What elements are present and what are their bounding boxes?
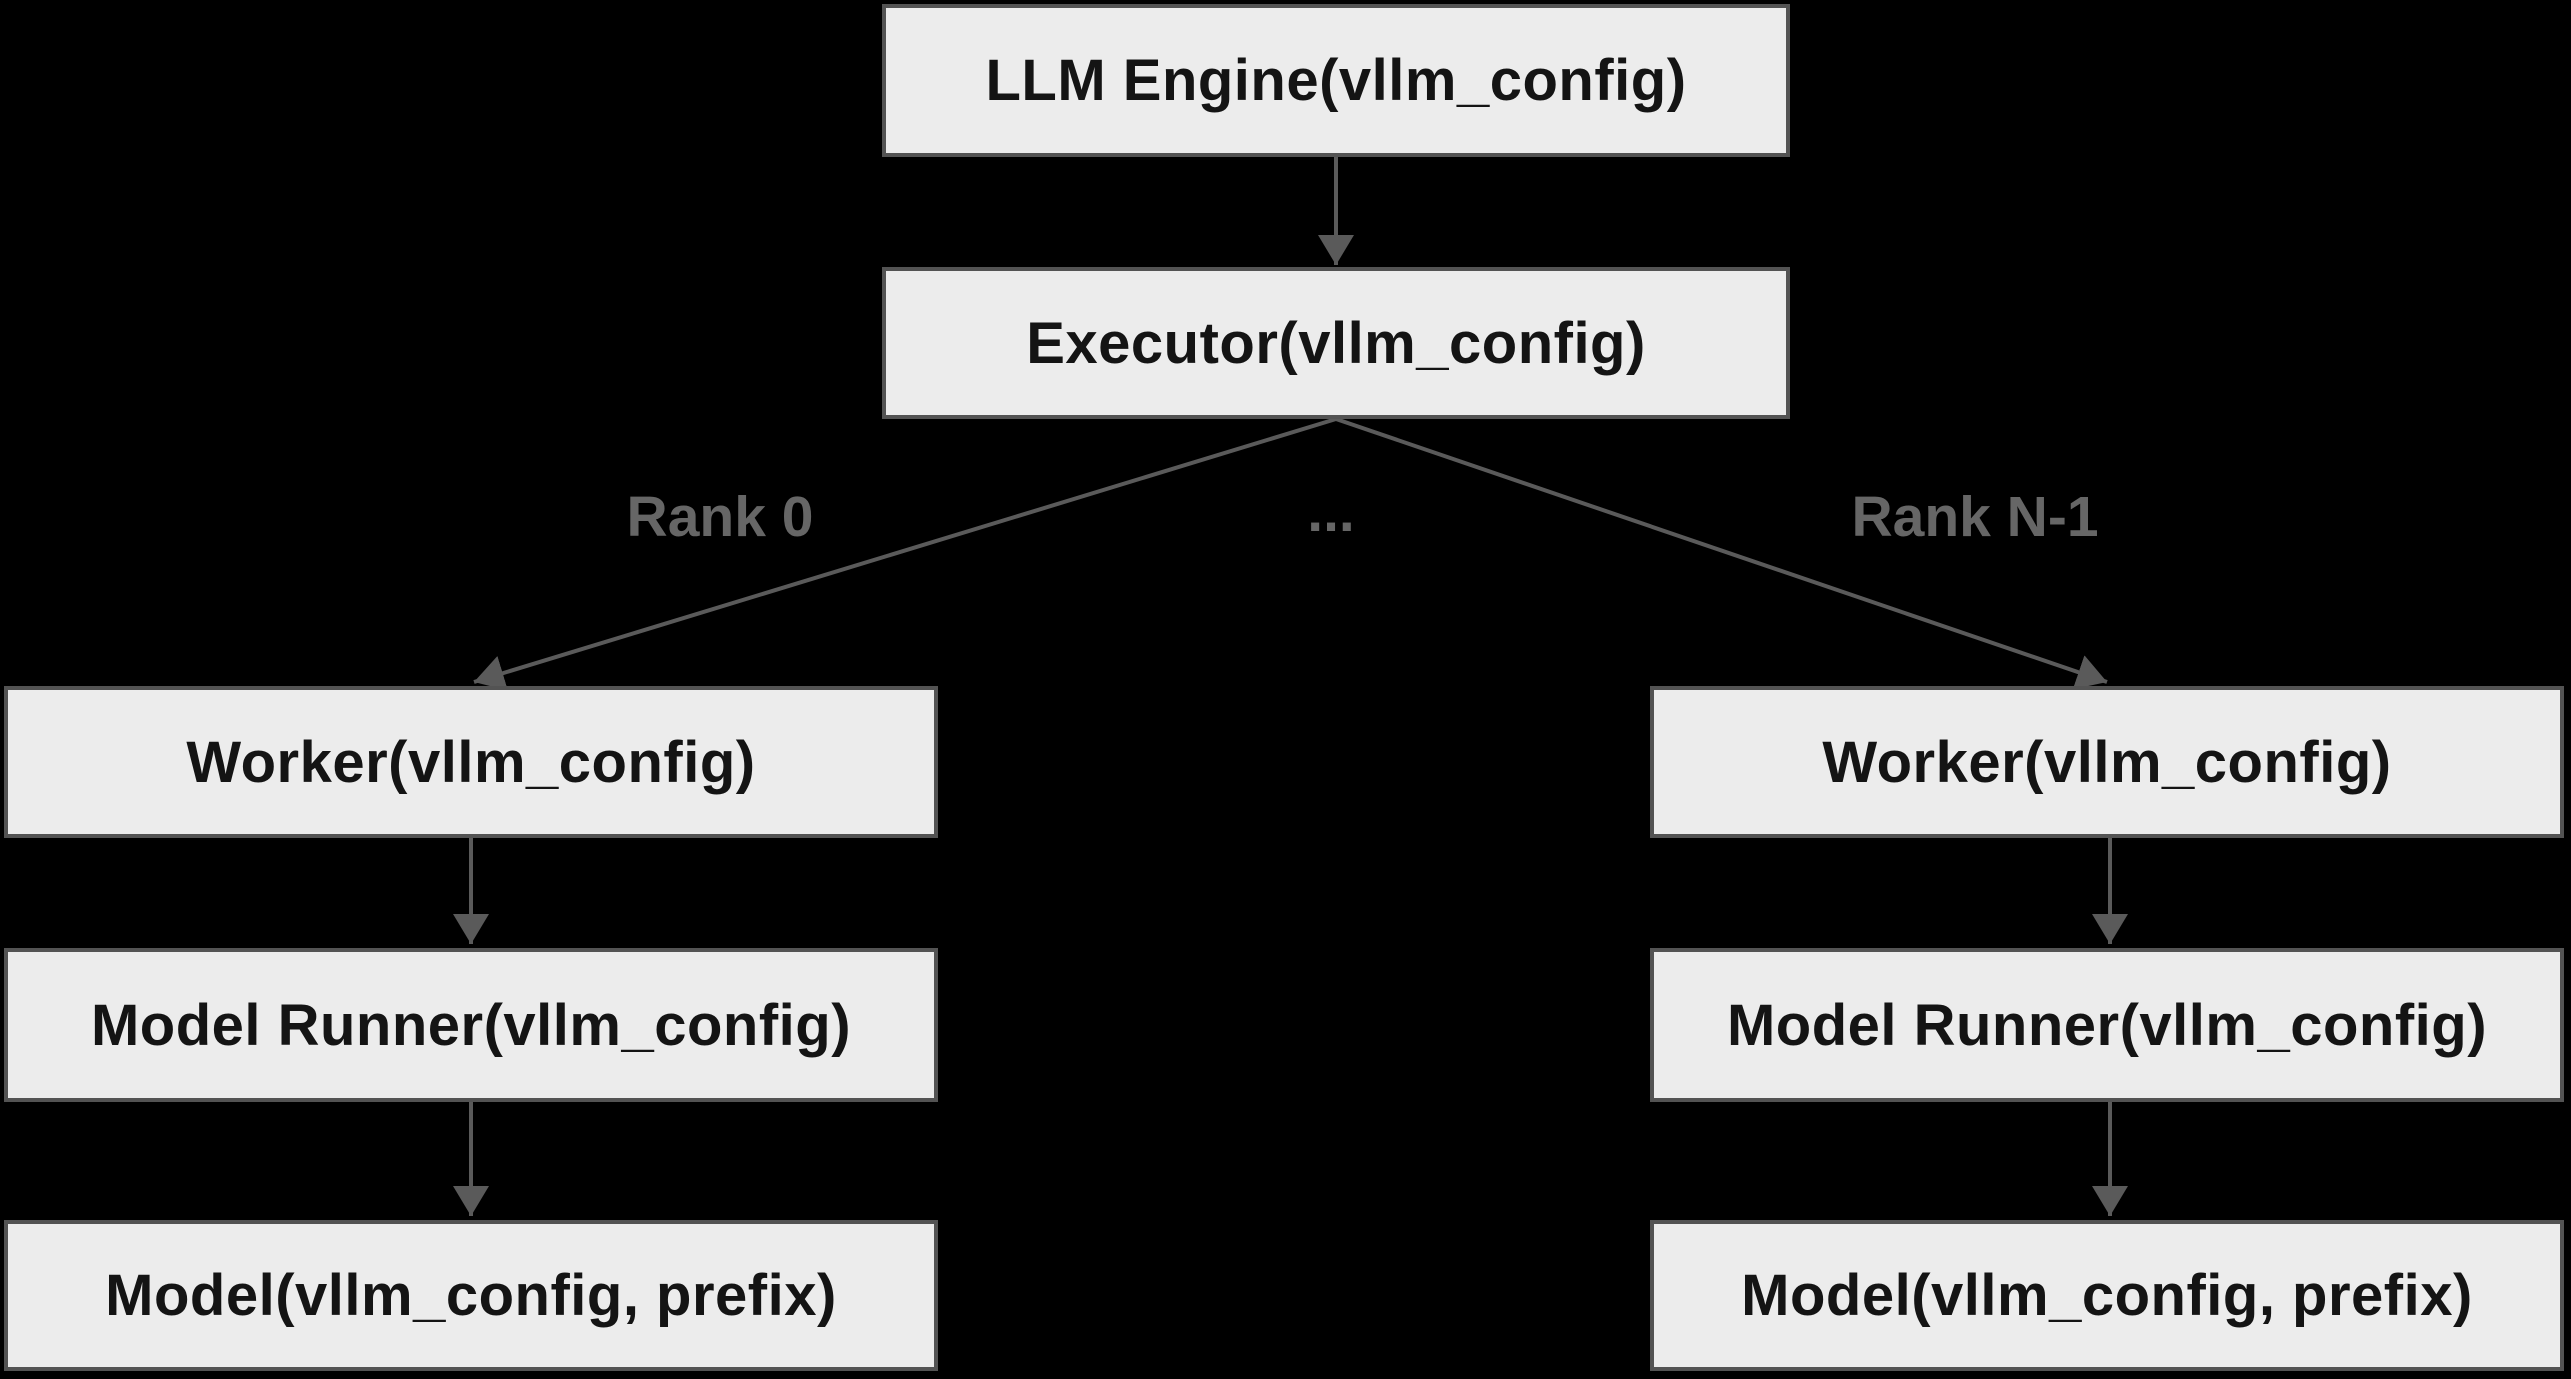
node-model-runner-right: Model Runner(vllm_config) (1650, 948, 2564, 1102)
node-model-left: Model(vllm_config, prefix) (4, 1220, 938, 1371)
edge-label-ellipsis: ... (1307, 480, 1355, 544)
node-executor: Executor(vllm_config) (882, 267, 1790, 419)
edge-executor-to-worker-right (1335, 417, 2108, 690)
node-model-runner-left: Model Runner(vllm_config) (4, 948, 938, 1102)
edge-label-rank-n-1: Rank N-1 (1851, 485, 2099, 549)
edge-executor-to-worker-left (473, 417, 1337, 691)
node-worker-left: Worker(vllm_config) (4, 686, 938, 838)
node-worker-right: Worker(vllm_config) (1650, 686, 2564, 838)
edge-label-rank-0: Rank 0 (626, 485, 814, 549)
node-model-right: Model(vllm_config, prefix) (1650, 1220, 2564, 1371)
node-llm-engine: LLM Engine(vllm_config) (882, 4, 1790, 157)
